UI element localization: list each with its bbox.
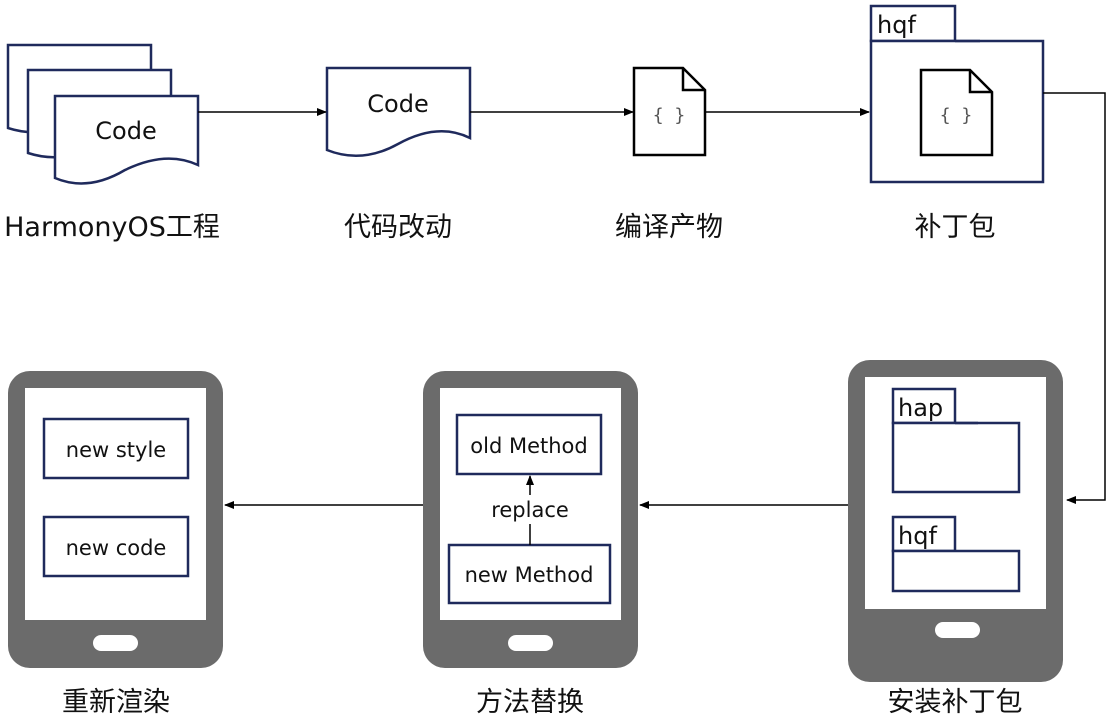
- new-method-box: [447, 543, 612, 605]
- hap-folder-icon: [891, 387, 1021, 494]
- new-style-label: new style: [66, 438, 166, 462]
- patch-braces: { }: [940, 105, 973, 126]
- hap-label: hap: [898, 394, 943, 422]
- caption-code-change: 代码改动: [344, 212, 452, 243]
- project-code-label: Code: [95, 117, 156, 145]
- hqf-folder-icon: [891, 515, 1021, 593]
- caption-install-patch: 安装补丁包: [887, 687, 1023, 718]
- code-change-document-icon: [325, 66, 472, 157]
- caption-patch-package: 补丁包: [914, 212, 996, 243]
- arrow-patch-to-install: [1043, 92, 1106, 504]
- old-method-box: [455, 413, 603, 476]
- caption-build-artifact: 编译产物: [615, 212, 723, 243]
- caption-harmonyos-project: HarmonyOS工程: [4, 212, 220, 243]
- artifact-braces: { }: [653, 105, 686, 126]
- patch-file-icon: [919, 68, 994, 157]
- old-method-label: old Method: [470, 434, 587, 458]
- new-code-label: new code: [66, 536, 167, 560]
- new-style-box: [42, 417, 190, 480]
- new-method-label: new Method: [465, 563, 594, 587]
- artifact-file-icon: [632, 66, 707, 157]
- caption-rerender: 重新渲染: [62, 687, 170, 718]
- replace-label: replace: [491, 498, 569, 522]
- patch-tab-label: hqf: [877, 11, 916, 39]
- change-code-label: Code: [367, 90, 428, 118]
- project-code-stack-icon: [6, 43, 200, 185]
- hqf-label: hqf: [898, 522, 937, 550]
- new-code-box: [42, 515, 190, 578]
- caption-method-replace: 方法替换: [476, 687, 584, 718]
